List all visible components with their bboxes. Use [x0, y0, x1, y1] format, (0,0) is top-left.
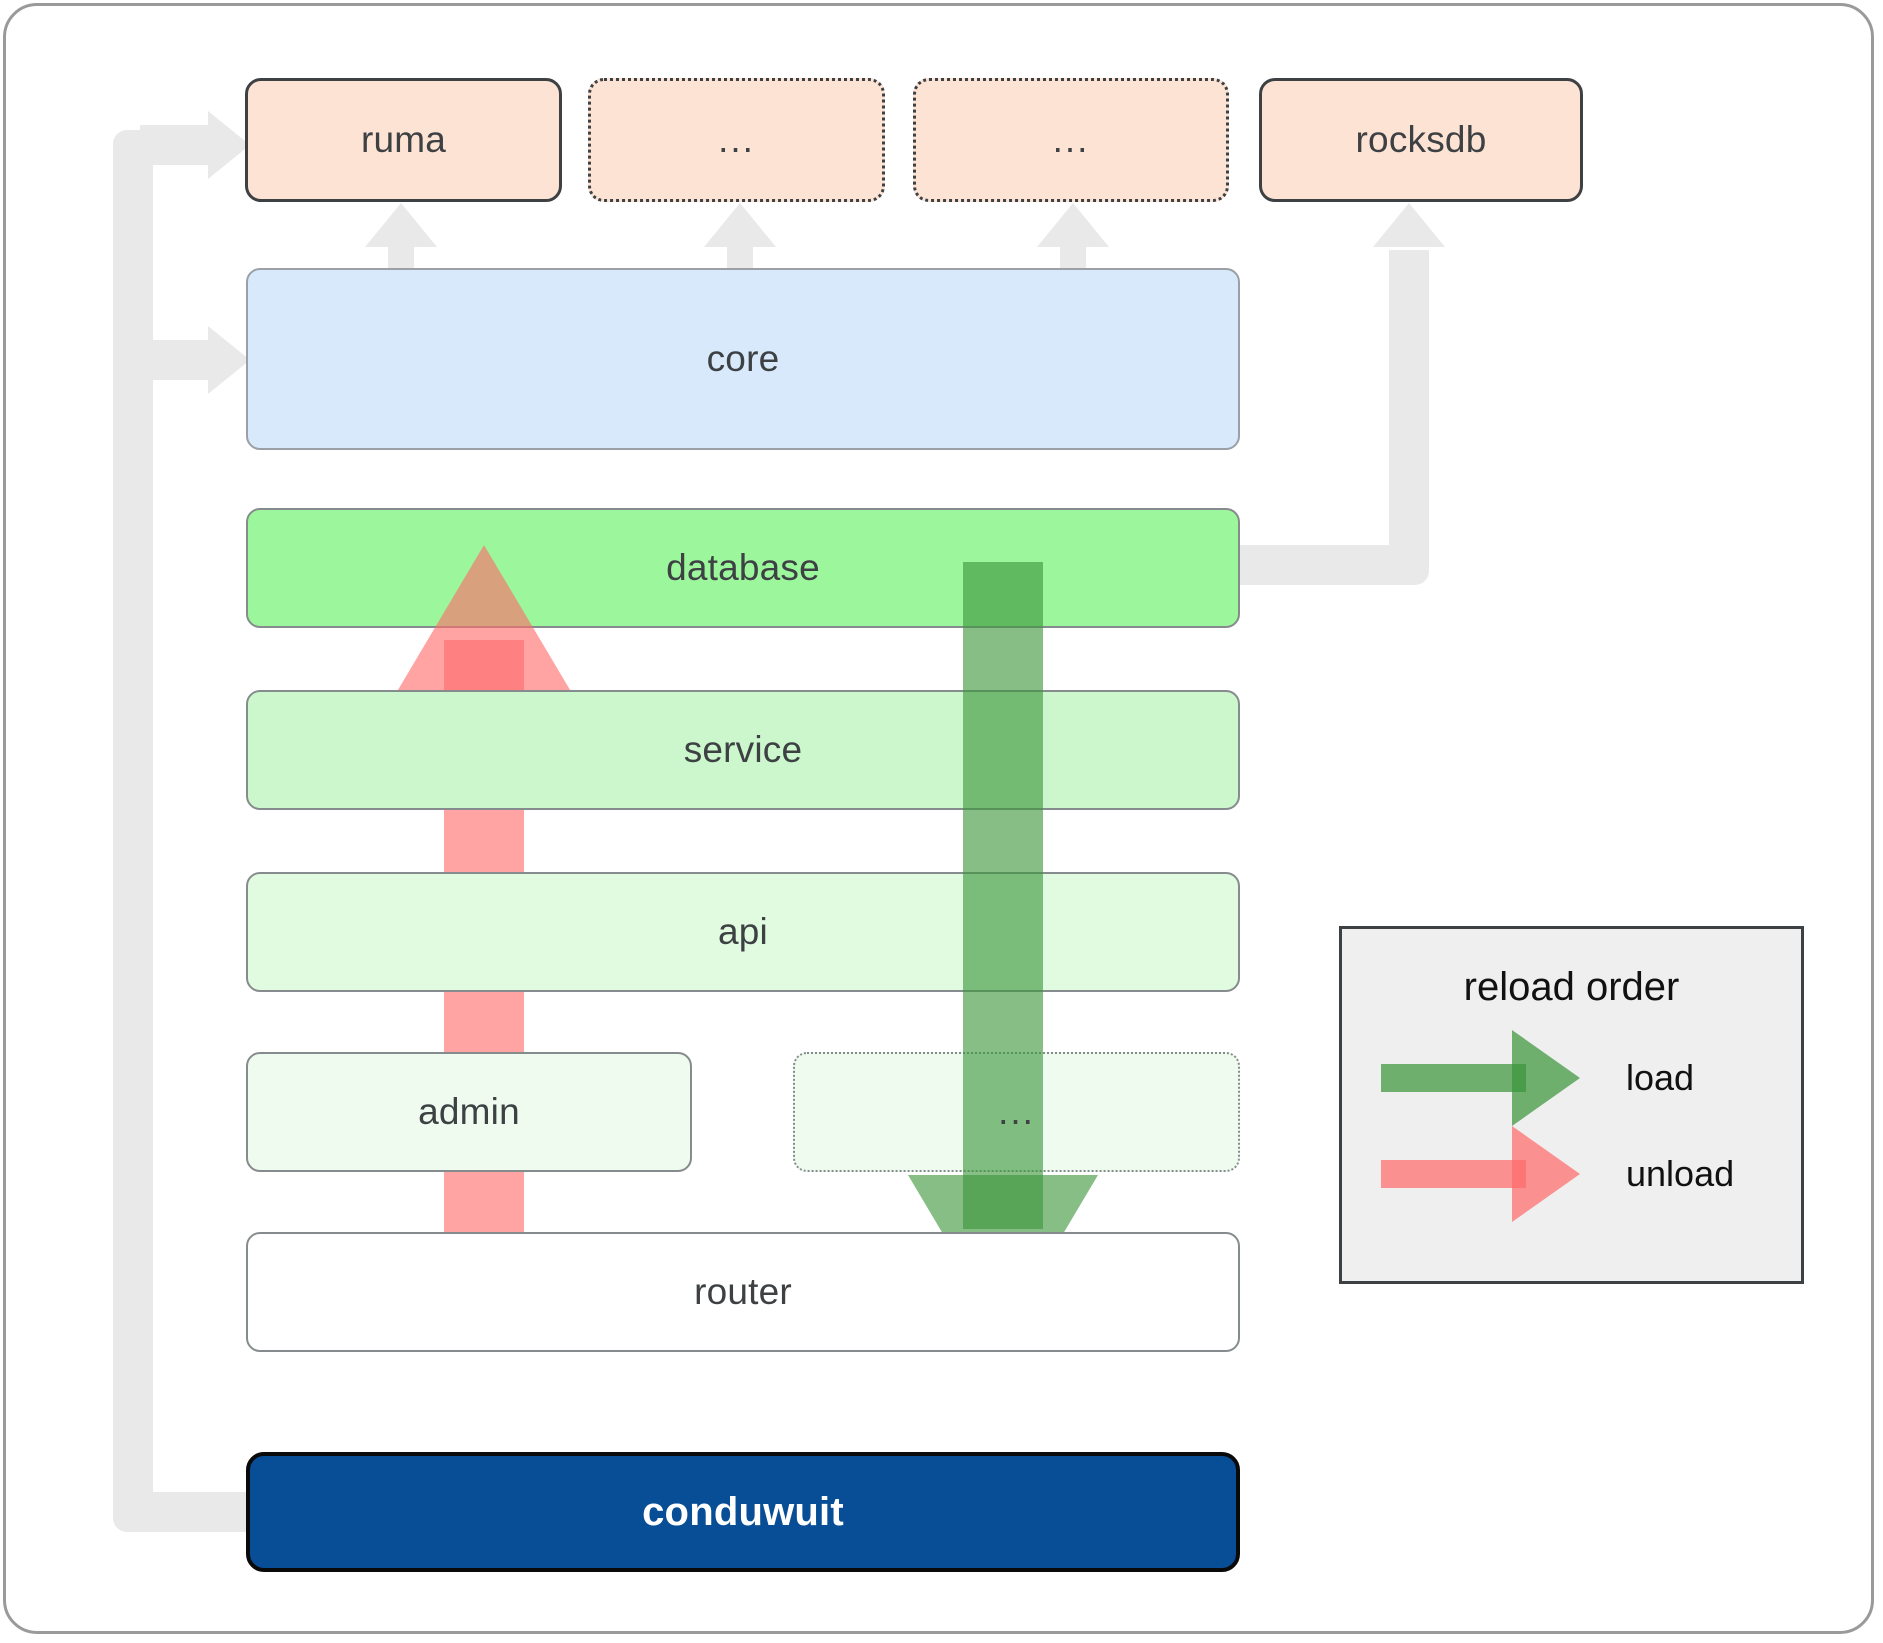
legend-load-arrowhead: [1512, 1030, 1580, 1126]
connector-conduwuit-stub: [140, 1492, 265, 1532]
connector-to-ruma-line: [140, 125, 220, 165]
node-router[interactable]: router: [246, 1232, 1240, 1352]
node-ruma[interactable]: ruma: [245, 78, 562, 202]
node-core[interactable]: core: [246, 268, 1240, 450]
node-more-layers-label: ...: [998, 1091, 1035, 1132]
node-dep3-label: ...: [1052, 119, 1090, 160]
node-conduwuit[interactable]: conduwuit: [246, 1452, 1240, 1572]
node-dep2[interactable]: ...: [588, 78, 885, 202]
node-service[interactable]: service: [246, 690, 1240, 810]
node-dep2-label: ...: [718, 119, 755, 160]
diagram-outer-frame: [3, 3, 1874, 1634]
node-api-label: api: [718, 911, 768, 952]
node-admin-label: admin: [418, 1091, 520, 1132]
legend-panel: reload order load unload: [1339, 926, 1804, 1284]
load-arrow-shaft: [963, 562, 1043, 1229]
connector-to-core-line: [140, 340, 220, 380]
legend-load-label: load: [1626, 1057, 1695, 1098]
connector-core-to-ruma-arrowhead: [365, 203, 437, 247]
node-rocksdb-label: rocksdb: [1355, 119, 1487, 160]
node-core-label: core: [706, 338, 780, 379]
legend-load-bar: [1381, 1064, 1526, 1092]
unload-arrow-head: [389, 545, 579, 705]
legend-unload-label: unload: [1626, 1153, 1735, 1194]
legend-title: reload order: [1463, 965, 1680, 1009]
node-dep3[interactable]: ...: [913, 78, 1229, 202]
connector-database-to-rocksdb-horizontal: [1225, 545, 1415, 585]
node-ruma-label: ruma: [360, 119, 447, 160]
connector-database-to-rocksdb-vertical: [1389, 250, 1429, 585]
connector-to-core-arrowhead: [208, 326, 250, 394]
legend-unload-arrowhead: [1512, 1126, 1580, 1222]
node-database-label: database: [666, 547, 820, 588]
node-router-label: router: [694, 1271, 792, 1312]
connector-core-to-dep2-arrowhead: [704, 203, 776, 247]
node-conduwuit-label: conduwuit: [642, 1489, 844, 1534]
connector-core-to-dep3-arrowhead: [1037, 203, 1109, 247]
node-admin[interactable]: admin: [246, 1052, 692, 1172]
node-api[interactable]: api: [246, 872, 1240, 992]
legend-unload-bar: [1381, 1160, 1526, 1188]
node-rocksdb[interactable]: rocksdb: [1259, 78, 1583, 202]
connector-database-to-rocksdb-arrowhead: [1373, 203, 1445, 247]
node-service-label: service: [683, 729, 803, 770]
connector-to-ruma-arrowhead: [208, 111, 250, 179]
